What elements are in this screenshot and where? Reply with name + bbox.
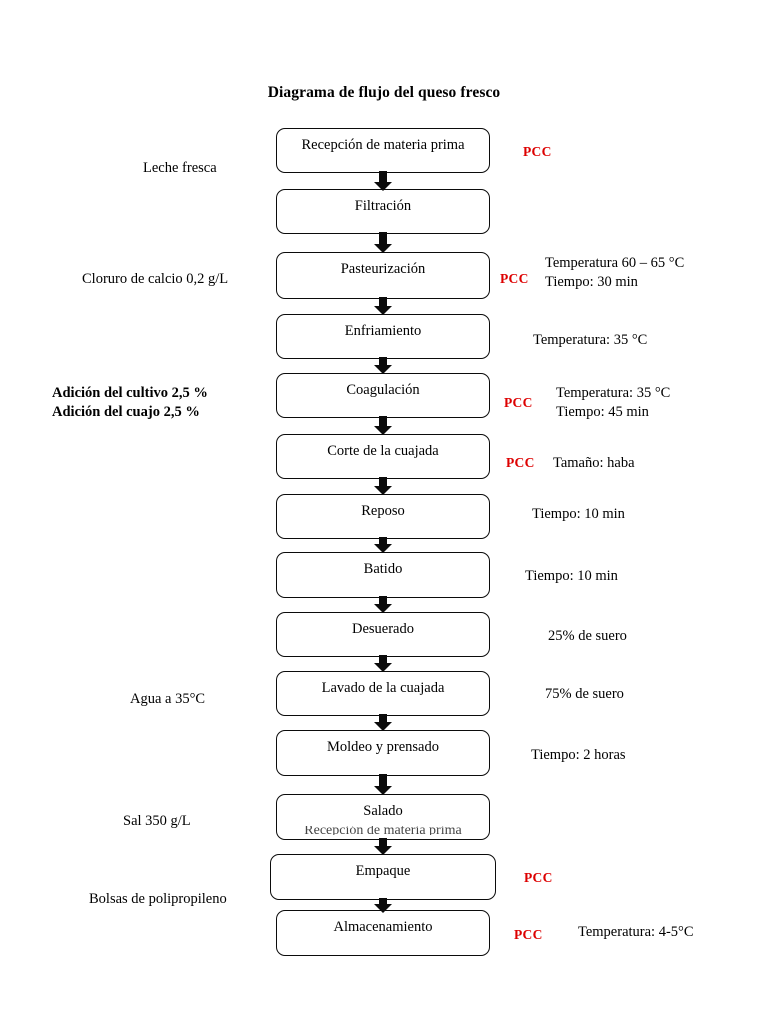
flow-arrow-8 [374, 596, 392, 613]
process-box-desuerado[interactable]: Desuerado [276, 612, 490, 657]
process-box-lavado-de-la-cuajada[interactable]: Lavado de la cuajada [276, 671, 490, 716]
param-label-lavado-de-la-cuajada: 75% de suero [545, 686, 624, 702]
process-box-label: Coagulación [346, 382, 420, 398]
flow-arrow-13 [374, 898, 392, 913]
param-label-batido: Tiempo: 10 min [525, 568, 618, 584]
param-label-corte-de-la-cuajada: Tamaño: haba [553, 455, 635, 471]
process-box-pasteurizacion[interactable]: Pasteurización [276, 252, 490, 299]
input-label-cloruro-de-calcio: Cloruro de calcio 0,2 g/L [82, 271, 229, 287]
process-box-recepcion-de-materia-prima[interactable]: Recepción de materia prima [276, 128, 490, 173]
process-box-label: Lavado de la cuajada [321, 680, 445, 696]
flow-arrow-1 [374, 171, 392, 191]
process-box-label: Desuerado [351, 621, 414, 637]
input-label-leche-fresca: Leche fresca [143, 160, 217, 176]
process-box-label: Reposo [361, 503, 405, 519]
process-box-label: Pasteurización [340, 261, 426, 277]
flow-arrow-9 [374, 655, 392, 672]
process-box-salado[interactable]: Salado Recepción de materia prima [276, 794, 490, 840]
param-label-pasteurizacion: Temperatura 60 – 65 °C Tiempo: 30 min [545, 255, 685, 290]
flow-arrow-7 [374, 537, 392, 553]
process-box-label: Filtración [354, 198, 412, 214]
process-box-label: Recepción de materia prima [301, 137, 465, 153]
pcc-tag-recepcion: PCC [523, 144, 552, 159]
param-label-desuerado: 25% de suero [548, 628, 627, 644]
flow-arrow-4 [374, 357, 392, 374]
param-label-almacenamiento: Temperatura: 4-5°C [578, 924, 694, 940]
pcc-tag-almacenamiento: PCC [514, 927, 543, 942]
process-box-reposo[interactable]: Reposo [276, 494, 490, 539]
process-box-filtracion[interactable]: Filtración [276, 189, 490, 234]
process-box-coagulacion[interactable]: Coagulación [276, 373, 490, 418]
process-box-label: Salado [363, 803, 403, 819]
process-box-label: Almacenamiento [333, 919, 433, 935]
process-box-almacenamiento[interactable]: Almacenamiento [276, 910, 490, 956]
param-label-moldeo-y-prensado: Tiempo: 2 horas [531, 747, 626, 763]
input-label-sal-350gl: Sal 350 g/L [123, 813, 191, 829]
clipped-text-artifact: Recepción de materia prima [304, 826, 462, 835]
process-box-empaque[interactable]: Empaque [270, 854, 496, 900]
process-box-batido[interactable]: Batido [276, 552, 490, 598]
process-box-enfriamiento[interactable]: Enfriamiento [276, 314, 490, 359]
process-box-label: Enfriamiento [344, 323, 422, 339]
flow-arrow-2 [374, 232, 392, 253]
process-box-label: Corte de la cuajada [327, 443, 439, 459]
pcc-tag-coagulacion: PCC [504, 395, 533, 410]
input-label-adicion-cultivo-cuajo: Adición del cultivo 2,5 % Adición del cu… [52, 385, 208, 420]
pcc-tag-corte-de-la-cuajada: PCC [506, 455, 535, 470]
flow-arrow-5 [374, 416, 392, 435]
pcc-tag-empaque: PCC [524, 870, 553, 885]
page-title: Diagrama de flujo del queso fresco [267, 84, 501, 101]
input-label-agua-a-35c: Agua a 35°C [130, 691, 206, 707]
flow-arrow-3 [374, 297, 392, 315]
flow-arrow-10 [374, 714, 392, 731]
param-label-reposo: Tiempo: 10 min [532, 506, 625, 522]
pcc-tag-pasteurizacion: PCC [500, 271, 529, 286]
process-box-label: Batido [363, 561, 403, 577]
flow-arrow-12 [374, 838, 392, 855]
process-box-label: Empaque [355, 863, 411, 879]
input-label-bolsas-de-polipropileno: Bolsas de polipropileno [89, 891, 227, 907]
process-box-corte-de-la-cuajada[interactable]: Corte de la cuajada [276, 434, 490, 479]
param-label-enfriamiento: Temperatura: 35 °C [533, 332, 648, 348]
flow-arrow-6 [374, 477, 392, 495]
process-box-moldeo-y-prensado[interactable]: Moldeo y prensado [276, 730, 490, 776]
param-label-coagulacion: Temperatura: 35 °C Tiempo: 45 min [556, 385, 671, 420]
process-box-label: Moldeo y prensado [327, 739, 439, 755]
flow-arrow-11 [374, 774, 392, 795]
